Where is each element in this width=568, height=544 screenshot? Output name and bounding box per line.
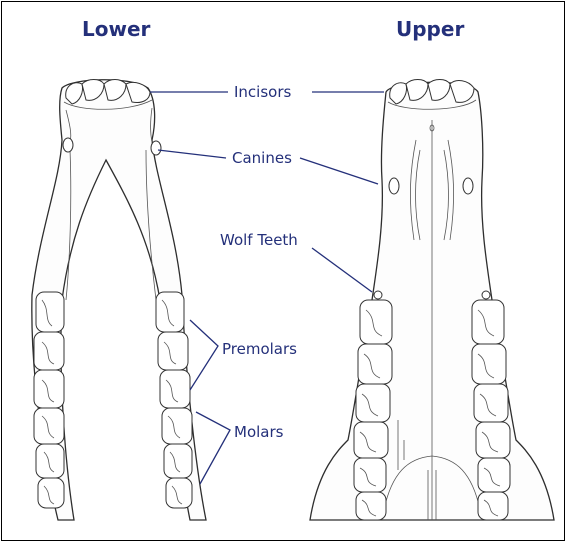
lower-right-canine	[151, 141, 161, 155]
upper-left-wolf-tooth	[374, 291, 382, 299]
wolf-teeth-label: Wolf Teeth	[220, 231, 298, 249]
lower-left-cheek-teeth	[34, 292, 64, 508]
canines-pointer-lower	[158, 150, 226, 158]
lower-heading: Lower	[82, 17, 151, 41]
incisors-label: Incisors	[234, 83, 292, 101]
canines-pointer-upper	[300, 158, 378, 184]
premolars-pointer	[190, 320, 218, 390]
molars-label: Molars	[234, 423, 284, 441]
upper-right-wolf-tooth	[482, 291, 490, 299]
upper-left-canine	[389, 178, 399, 194]
premolars-label: Premolars	[222, 340, 297, 358]
molars-pointer	[196, 412, 230, 484]
upper-right-canine	[463, 178, 473, 194]
lower-right-cheek-teeth	[156, 292, 192, 508]
canines-label: Canines	[232, 149, 292, 167]
upper-jaw	[310, 80, 554, 521]
wolf-teeth-pointer	[312, 248, 372, 292]
lower-jaw	[32, 80, 206, 521]
lower-left-canine	[63, 138, 73, 152]
upper-heading: Upper	[396, 17, 464, 41]
